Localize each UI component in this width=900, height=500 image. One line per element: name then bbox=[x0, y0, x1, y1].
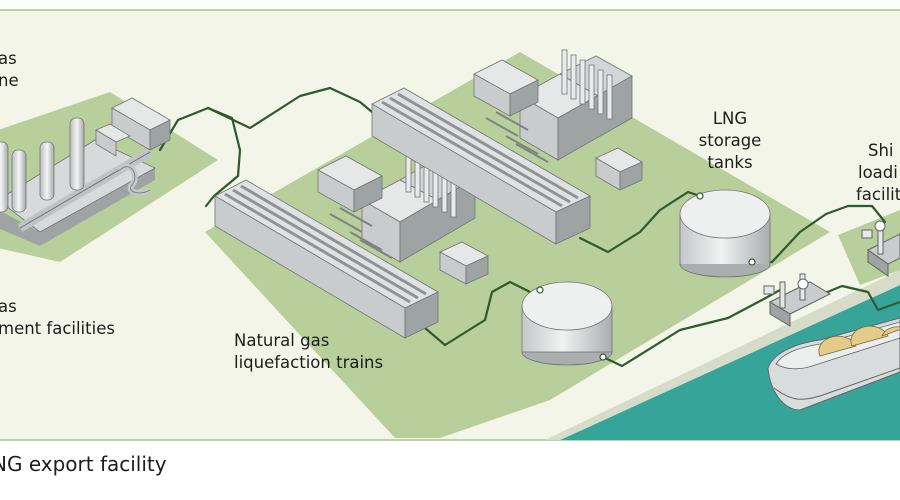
loading-label-line-1: Shi bbox=[868, 141, 894, 160]
lng-carrier-ship bbox=[767, 317, 900, 411]
liquefaction-label-line-1: Natural gas bbox=[234, 331, 330, 350]
tank-1-outlet bbox=[748, 258, 756, 266]
storage-label-line-2: storage bbox=[698, 131, 762, 150]
pipe-tank1-to-loading bbox=[750, 204, 887, 264]
stack bbox=[579, 59, 586, 105]
liquefaction-train-lower bbox=[214, 179, 439, 339]
box-lower-side bbox=[353, 175, 383, 213]
train-lower-pipe-2 bbox=[232, 188, 419, 300]
ship-cargo-dome-3 bbox=[881, 326, 900, 337]
train-lower-pipes bbox=[224, 184, 427, 304]
treatment-facility bbox=[0, 97, 171, 246]
compressor-building-upper bbox=[473, 49, 643, 191]
tank-2-valve bbox=[536, 286, 544, 294]
treatment-pipe-curve-outline bbox=[119, 166, 151, 194]
stacks-upper bbox=[561, 49, 613, 120]
treatment-building-side bbox=[149, 119, 171, 151]
storage-label-line-3: tanks bbox=[707, 153, 753, 172]
treatment-label-line-2: ment facilities bbox=[0, 319, 115, 338]
loading-arm-upper-base-front bbox=[867, 249, 889, 277]
connector-pipe bbox=[359, 239, 393, 259]
storage-tank-1 bbox=[679, 189, 771, 278]
stack bbox=[561, 49, 568, 95]
loading-arm-lower-base-front bbox=[769, 301, 791, 327]
train-upper-pipes bbox=[381, 92, 579, 208]
column-1 bbox=[11, 149, 27, 213]
stack bbox=[597, 69, 604, 115]
train-upper-end bbox=[555, 195, 591, 245]
pipe-treatment-to-upper-train bbox=[206, 86, 374, 130]
treatment-label-line-1: as bbox=[0, 297, 17, 316]
storage-label-line-1: LNG bbox=[712, 109, 748, 128]
loading-arm-head bbox=[763, 285, 775, 295]
connector-pipe bbox=[349, 231, 383, 251]
pipe-tank2-to-loading bbox=[601, 288, 782, 368]
column-2 bbox=[39, 141, 55, 201]
connector-pipe bbox=[505, 135, 539, 155]
loading-label: Shi loadi faciliti bbox=[856, 140, 900, 206]
connector-pipe bbox=[485, 117, 519, 137]
train-lower-pipe-3 bbox=[240, 184, 427, 296]
treatment-box-front bbox=[95, 129, 117, 157]
liquefaction-label-line-2: liquefaction trains bbox=[234, 353, 384, 372]
figure-caption: NG export facility bbox=[0, 452, 167, 476]
stack bbox=[606, 74, 613, 120]
train-upper-pipe-2 bbox=[389, 96, 571, 204]
pipe-treatment-to-trains bbox=[158, 106, 242, 208]
pipeline-label: as ne bbox=[0, 48, 19, 92]
liquefaction-train-upper bbox=[371, 87, 591, 245]
small-box-lower-side bbox=[465, 255, 489, 285]
stacks-lower bbox=[405, 147, 457, 218]
stack bbox=[588, 64, 595, 110]
storage-tank-2 bbox=[521, 281, 613, 366]
tank-1-roof bbox=[679, 189, 771, 239]
connector-pipe bbox=[329, 213, 363, 233]
box-upper-side bbox=[509, 79, 539, 117]
stack bbox=[570, 54, 577, 100]
loading-arm-post bbox=[779, 281, 786, 309]
compressor-building-lower bbox=[317, 147, 489, 285]
tank-2-roof bbox=[521, 281, 613, 331]
pipeline-label-line-2: ne bbox=[0, 71, 19, 90]
loading-arm-lower bbox=[763, 273, 832, 327]
connector-pipe bbox=[515, 143, 549, 163]
pipe-upper-train-to-tank bbox=[578, 190, 702, 254]
loading-arm-head bbox=[861, 229, 873, 239]
treatment-label: as ment facilities bbox=[0, 296, 115, 340]
column-4 bbox=[0, 141, 9, 213]
connector-pipe bbox=[495, 111, 529, 131]
connector-pipes-upper bbox=[485, 111, 549, 163]
train-upper-pipe-1 bbox=[381, 100, 563, 208]
liquefaction-pad bbox=[205, 52, 830, 438]
distillation-columns bbox=[0, 117, 85, 213]
train-lower-end bbox=[404, 291, 439, 339]
connector-pipes-lower bbox=[329, 207, 393, 259]
tank-1-valve bbox=[696, 192, 704, 200]
loading-arm-joint bbox=[874, 220, 886, 232]
train-lower-pipe-1 bbox=[224, 192, 411, 304]
tank-2-outlet bbox=[599, 353, 607, 361]
train-upper-pipe-3 bbox=[397, 92, 579, 200]
liquefaction-label: Natural gas liquefaction trains bbox=[234, 330, 383, 374]
ship-waterline bbox=[773, 367, 900, 400]
loading-arm-joint bbox=[797, 278, 809, 290]
pipeline-label-line-1: as bbox=[0, 49, 17, 68]
storage-label: LNG storage tanks bbox=[680, 108, 780, 174]
connector-pipe bbox=[339, 207, 373, 227]
loading-arm-upper bbox=[861, 220, 900, 277]
pipe-lower-train-to-tank bbox=[423, 280, 532, 347]
small-box-upper-side bbox=[619, 161, 643, 191]
loading-label-line-3: faciliti bbox=[856, 185, 900, 204]
shore-edge bbox=[545, 270, 900, 440]
column-3 bbox=[69, 117, 85, 191]
loading-label-line-2: loadi bbox=[858, 163, 898, 182]
